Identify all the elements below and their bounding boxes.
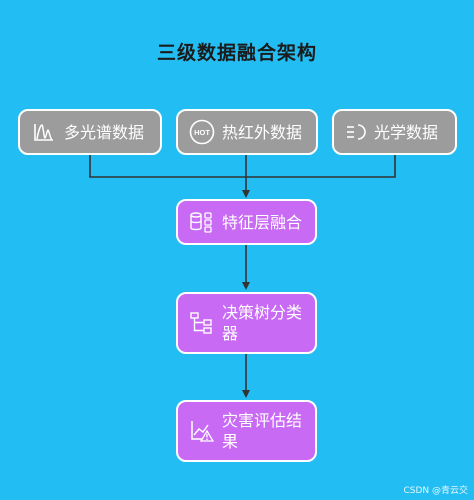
stage-decision-tree-node[interactable]: 决策树分类器 — [176, 292, 317, 354]
source-optical-node[interactable]: 光学数据 — [332, 109, 457, 155]
source-thermal-label: 热红外数据 — [222, 122, 303, 142]
source-optical-label: 光学数据 — [374, 122, 439, 142]
hot-badge-text: HOT — [194, 128, 210, 137]
database-merge-icon — [182, 211, 222, 233]
stage-feature-fusion-node[interactable]: 特征层融合 — [176, 199, 317, 245]
light-beam-icon — [340, 122, 374, 142]
connector-multispectral — [89, 155, 246, 178]
stage-feature-fusion-label: 特征层融合 — [222, 212, 303, 232]
source-thermal-node[interactable]: HOT 热红外数据 — [176, 109, 318, 155]
stage-disaster-result-node[interactable]: 灾害评估结果 — [176, 400, 317, 462]
spectrum-chart-icon — [24, 122, 64, 142]
chart-warning-icon — [182, 419, 222, 443]
source-multispectral-node[interactable]: 多光谱数据 — [18, 109, 162, 155]
source-multispectral-label: 多光谱数据 — [64, 122, 145, 142]
diagram-title: 三级数据融合架构 — [156, 42, 317, 64]
stage-disaster-result-label: 灾害评估结果 — [222, 411, 303, 451]
footer-watermark: CSDN @青云交 — [403, 486, 468, 496]
connector-optical — [246, 155, 396, 178]
stage-decision-tree-label: 决策树分类器 — [222, 303, 303, 343]
hot-badge-icon: HOT — [182, 119, 222, 145]
decision-tree-icon — [182, 311, 222, 335]
